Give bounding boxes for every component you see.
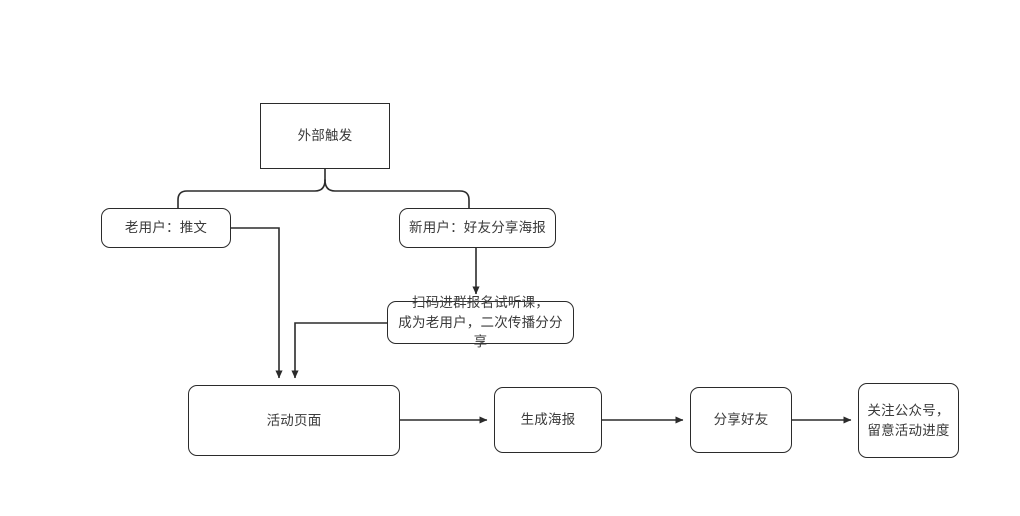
node-old-user-tweet[interactable]: 老用户：推文 bbox=[101, 208, 231, 248]
node-follow-account[interactable]: 关注公众号， 留意活动进度 bbox=[858, 383, 959, 458]
node-scan-join-group[interactable]: 扫码进群报名试听课， 成为老用户，二次传播分分享 bbox=[387, 295, 574, 349]
edge-scan-to-activity bbox=[291, 322, 387, 379]
edge-trigger-to-branches bbox=[177, 168, 470, 209]
node-scan-join-group-label: 扫码进群报名试听课， 成为老用户，二次传播分分享 bbox=[398, 295, 563, 350]
node-generate-poster[interactable]: 生成海报 bbox=[494, 387, 602, 453]
node-generate-poster-label: 生成海报 bbox=[520, 412, 576, 428]
node-activity-page[interactable]: 活动页面 bbox=[188, 385, 400, 456]
node-share-friend-label: 分享好友 bbox=[713, 412, 769, 428]
node-share-friend[interactable]: 分享好友 bbox=[690, 387, 792, 453]
node-follow-account-label: 关注公众号， 留意活动进度 bbox=[867, 402, 950, 438]
node-new-user-poster-label: 新用户：好友分享海报 bbox=[409, 220, 546, 236]
edge-old-user-to-activity bbox=[231, 227, 283, 379]
node-external-trigger-label: 外部触发 bbox=[297, 128, 353, 144]
node-new-user-poster[interactable]: 新用户：好友分享海报 bbox=[399, 208, 556, 248]
node-activity-page-label: 活动页面 bbox=[266, 412, 322, 428]
node-external-trigger[interactable]: 外部触发 bbox=[260, 103, 390, 169]
node-old-user-tweet-label: 老用户：推文 bbox=[124, 220, 208, 236]
